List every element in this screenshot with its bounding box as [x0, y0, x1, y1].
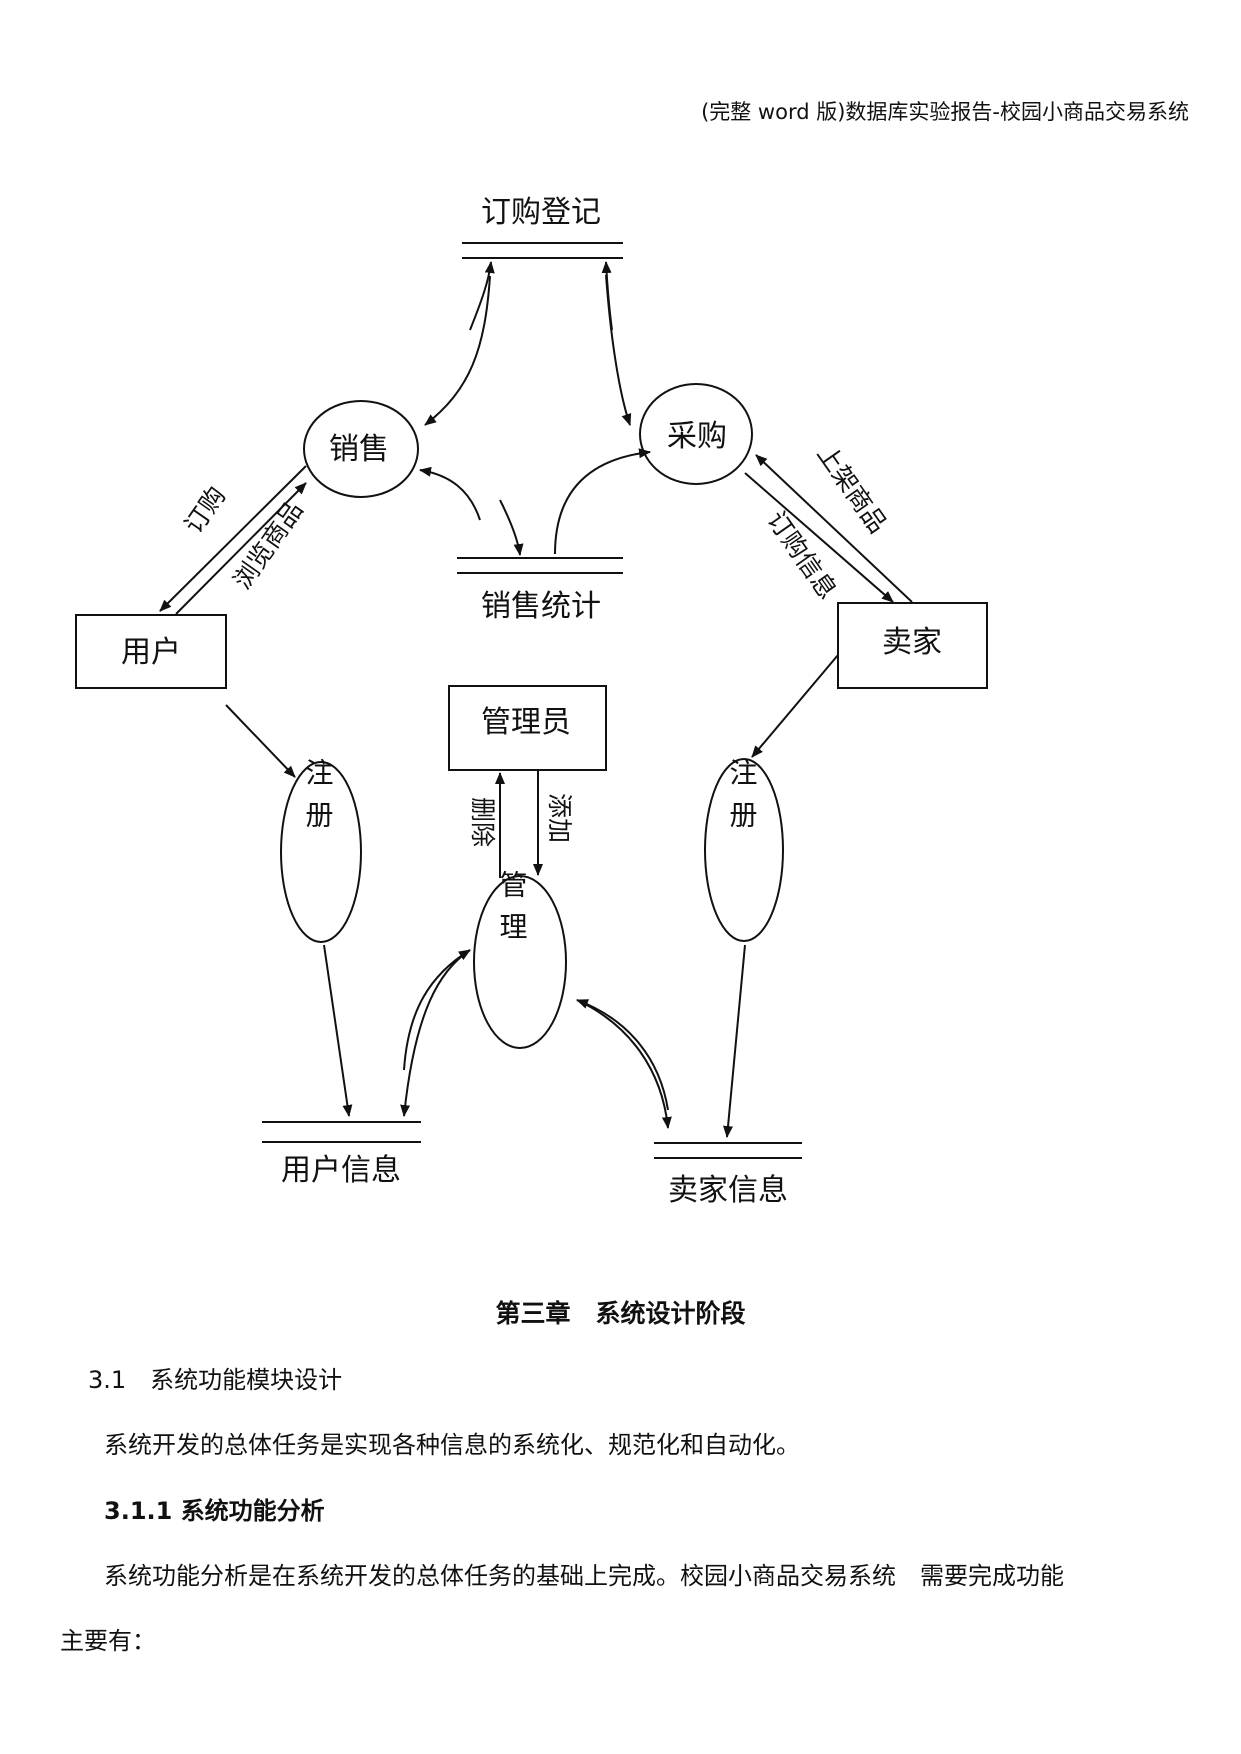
entity-label: 管理员 — [481, 705, 571, 740]
subsection-heading: 3.1.1 系统功能分析 — [104, 1497, 325, 1525]
process-purchase — [639, 383, 753, 485]
process-manage — [473, 875, 567, 1049]
process-label: 注册 — [726, 758, 759, 842]
store-label: 卖家信息 — [668, 1173, 788, 1208]
data-flow-diagram: 订购登记 销售统计 用户信息 卖家信息 销售 采购 用户 卖家 管理员 注册 注… — [75, 195, 988, 1208]
entity-user — [75, 614, 227, 689]
paragraph: 系统功能分析是在系统开发的总体任务的基础上完成。校园小商品交易系统 需要完成功能 — [104, 1562, 1064, 1590]
entity-admin — [448, 685, 607, 771]
store-label: 销售统计 — [481, 589, 601, 624]
process-sales — [303, 400, 419, 498]
paragraph: 主要有： — [60, 1627, 156, 1655]
process-register-seller — [704, 758, 784, 942]
flow-label: 添加 — [545, 793, 574, 843]
chapter-heading: 第三章 系统设计阶段 — [495, 1299, 746, 1328]
store-label: 订购登记 — [481, 195, 601, 230]
flow-label: 订购 — [179, 481, 231, 539]
flow-label: 上架商品 — [811, 440, 892, 539]
store-label: 用户信息 — [281, 1153, 401, 1188]
flow-label: 删除 — [468, 797, 497, 847]
paragraph: 系统开发的总体任务是实现各种信息的系统化、规范化和自动化。 — [104, 1431, 800, 1459]
flow-label: 浏览商品 — [227, 496, 308, 595]
store-sales-stats — [457, 557, 623, 574]
store-order-register — [462, 242, 623, 259]
process-register-user — [280, 761, 362, 943]
process-label: 管理 — [496, 870, 529, 954]
section-heading: 3.1 系统功能模块设计 — [88, 1366, 343, 1394]
entity-label: 用户 — [121, 635, 181, 670]
process-label: 采购 — [667, 419, 727, 454]
store-user-info — [262, 1121, 421, 1143]
flow-label: 订购信息 — [761, 506, 842, 605]
entity-seller — [837, 602, 988, 689]
process-label: 销售 — [329, 432, 389, 467]
process-label: 注册 — [302, 758, 335, 842]
store-seller-info — [654, 1142, 802, 1159]
entity-label: 卖家 — [882, 625, 942, 660]
page-header: (完整 word 版)数据库实验报告-校园小商品交易系统 — [701, 100, 1189, 124]
